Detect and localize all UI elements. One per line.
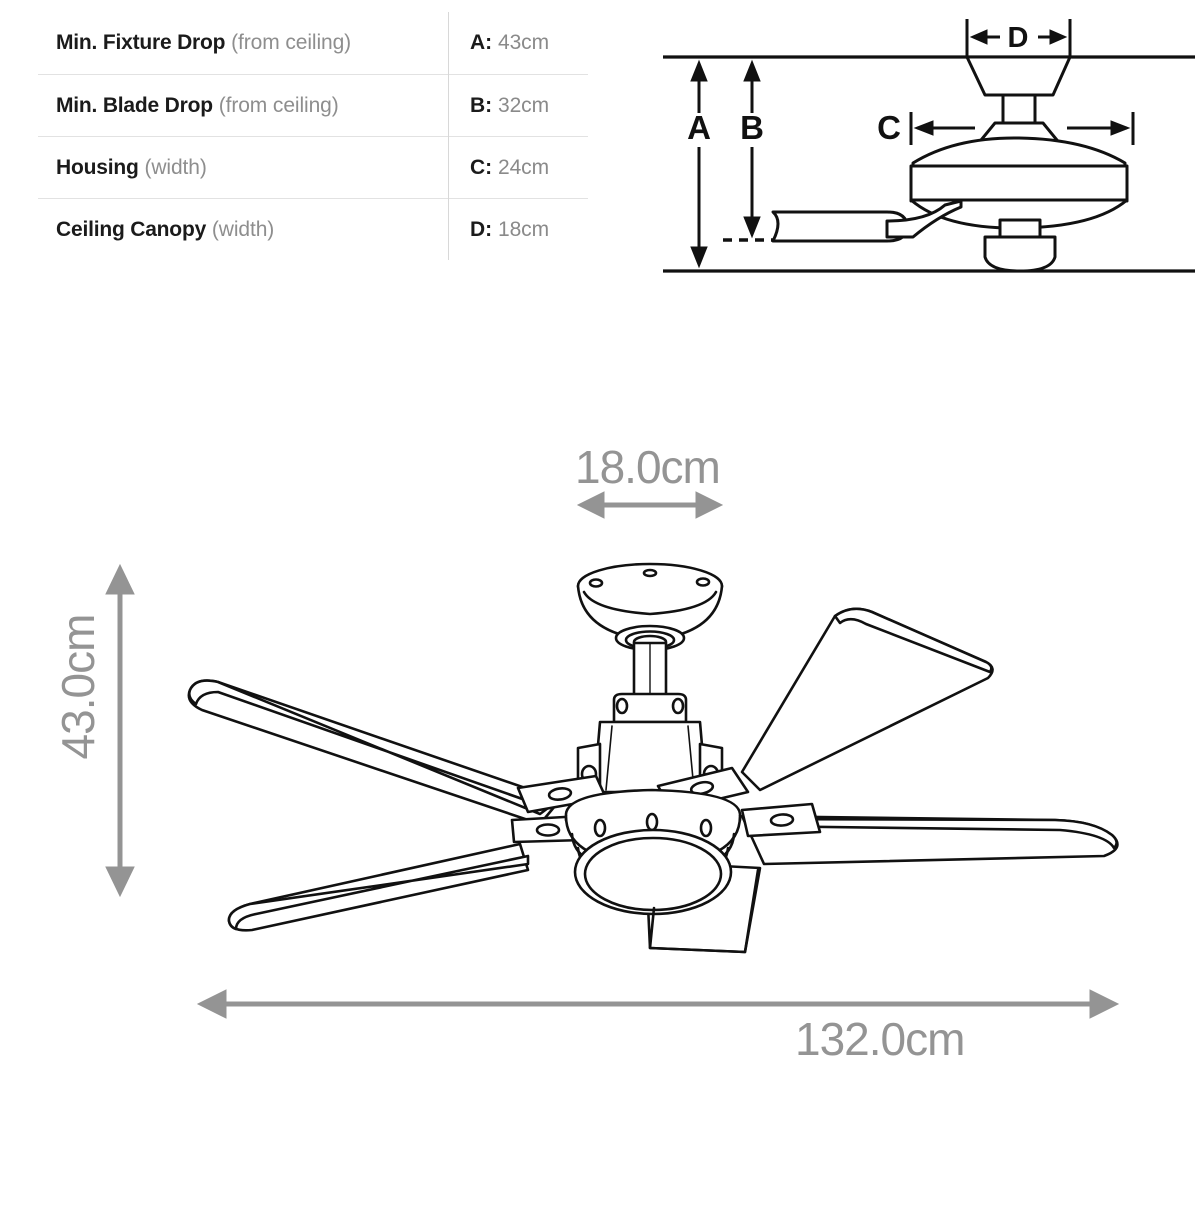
canopy-screw-left [588,578,604,588]
fixture-height-dimension-text: 43.0cm [52,614,104,760]
blade-upper-left [187,679,562,826]
table-row: Ceiling Canopy (width) D: 18cm [38,198,588,260]
canopy-inner-rim [582,590,718,616]
blade-span-dimension-text: 132.0cm [795,1013,965,1065]
fan-side-body [909,55,1129,273]
light-fitter-neck [998,218,1042,239]
spec-value-number: 32cm [498,93,549,117]
motor-housing-band [909,164,1129,203]
spec-value-key: A: [470,31,493,54]
canopy-screw-right [695,577,711,587]
c-dimension-label: C [877,109,901,146]
blade-arm-shape [885,199,963,239]
fan-drawing-group [187,562,1119,954]
table-row: Housing (width) C: 24cm [38,136,588,198]
side-view-diagram: D A B C [655,5,1200,280]
spec-label-cell: Min. Fixture Drop (from ceiling) [38,31,448,55]
spec-label-title: Min. Blade Drop [56,93,213,117]
spec-label-cell: Ceiling Canopy (width) [38,218,448,242]
canopy-width-arrow [576,491,724,519]
d-dimension-label: D [1008,22,1029,54]
light-kit-shade [983,235,1057,273]
housing-screw-2 [645,812,659,832]
blade-front-overlap [648,868,760,954]
spec-value-number: 43cm [498,31,549,54]
b-dimension-group [743,59,761,239]
canopy-shape [965,55,1072,97]
spec-label-note: (width) [211,217,275,241]
motor-housing-top [911,136,1127,169]
fan-blade-side [771,199,963,243]
spec-label-title: Housing [56,155,139,179]
spec-label-note: (width) [144,155,207,179]
blade-left-lower [227,842,530,932]
light-kit-lens [583,836,723,912]
c-dimension-group [909,112,1135,145]
table-row: Min. Blade Drop (from ceiling) B: 32cm [38,74,588,136]
spec-value-key: C: [470,155,493,179]
spec-label-title: Ceiling Canopy [56,217,207,241]
spec-value-key: D: [470,217,493,241]
canopy-screw-top [642,568,658,578]
spec-label-cell: Housing (width) [38,156,448,180]
spec-label-cell: Min. Blade Drop (from ceiling) [38,94,448,118]
spec-value-cell: C: 24cm [448,156,588,180]
blade-upper-right [740,607,994,792]
blade-arm-right [740,802,822,838]
yoke-bolt-right [671,697,685,715]
fan-illustration-svg [105,491,1120,1019]
fan-perspective-illustration [0,400,1200,1200]
spec-label-title: Min. Fixture Drop [56,31,226,54]
housing-screw-3 [699,818,713,838]
downrod-shape [1001,93,1037,125]
spec-value-key: B: [470,93,493,117]
specification-table: Min. Fixture Drop (from ceiling) A: 43cm… [38,12,588,260]
dimension-arrows-group [105,491,1120,1019]
light-kit [573,828,733,916]
a-dimension-label: A [687,109,711,146]
a-dimension-group [690,59,708,269]
canopy-width-dimension-text: 18.0cm [575,441,721,493]
fixture-height-arrow [105,563,135,898]
spec-label-note: (from ceiling) [231,31,352,54]
b-dimension-label: B [740,109,764,146]
table-row: Min. Fixture Drop (from ceiling) A: 43cm [38,12,588,74]
housing-screw-1 [593,818,607,838]
yoke-bolt-left [615,697,629,715]
spec-value-number: 18cm [498,217,549,241]
downrod [632,641,668,700]
spec-value-cell: A: 43cm [448,31,588,55]
table-column-divider [448,12,449,260]
spec-value-number: 24cm [498,155,549,179]
side-view-svg: D A B C [663,19,1195,273]
spec-value-cell: D: 18cm [448,218,588,242]
canopy-assembly [576,562,724,652]
spec-label-note: (from ceiling) [218,93,339,117]
motor-yoke [612,692,688,724]
d-dimension-group [965,19,1072,57]
blade-span-arrow [196,989,1120,1019]
spec-value-cell: B: 32cm [448,94,588,118]
blade-right-lower [740,814,1119,866]
